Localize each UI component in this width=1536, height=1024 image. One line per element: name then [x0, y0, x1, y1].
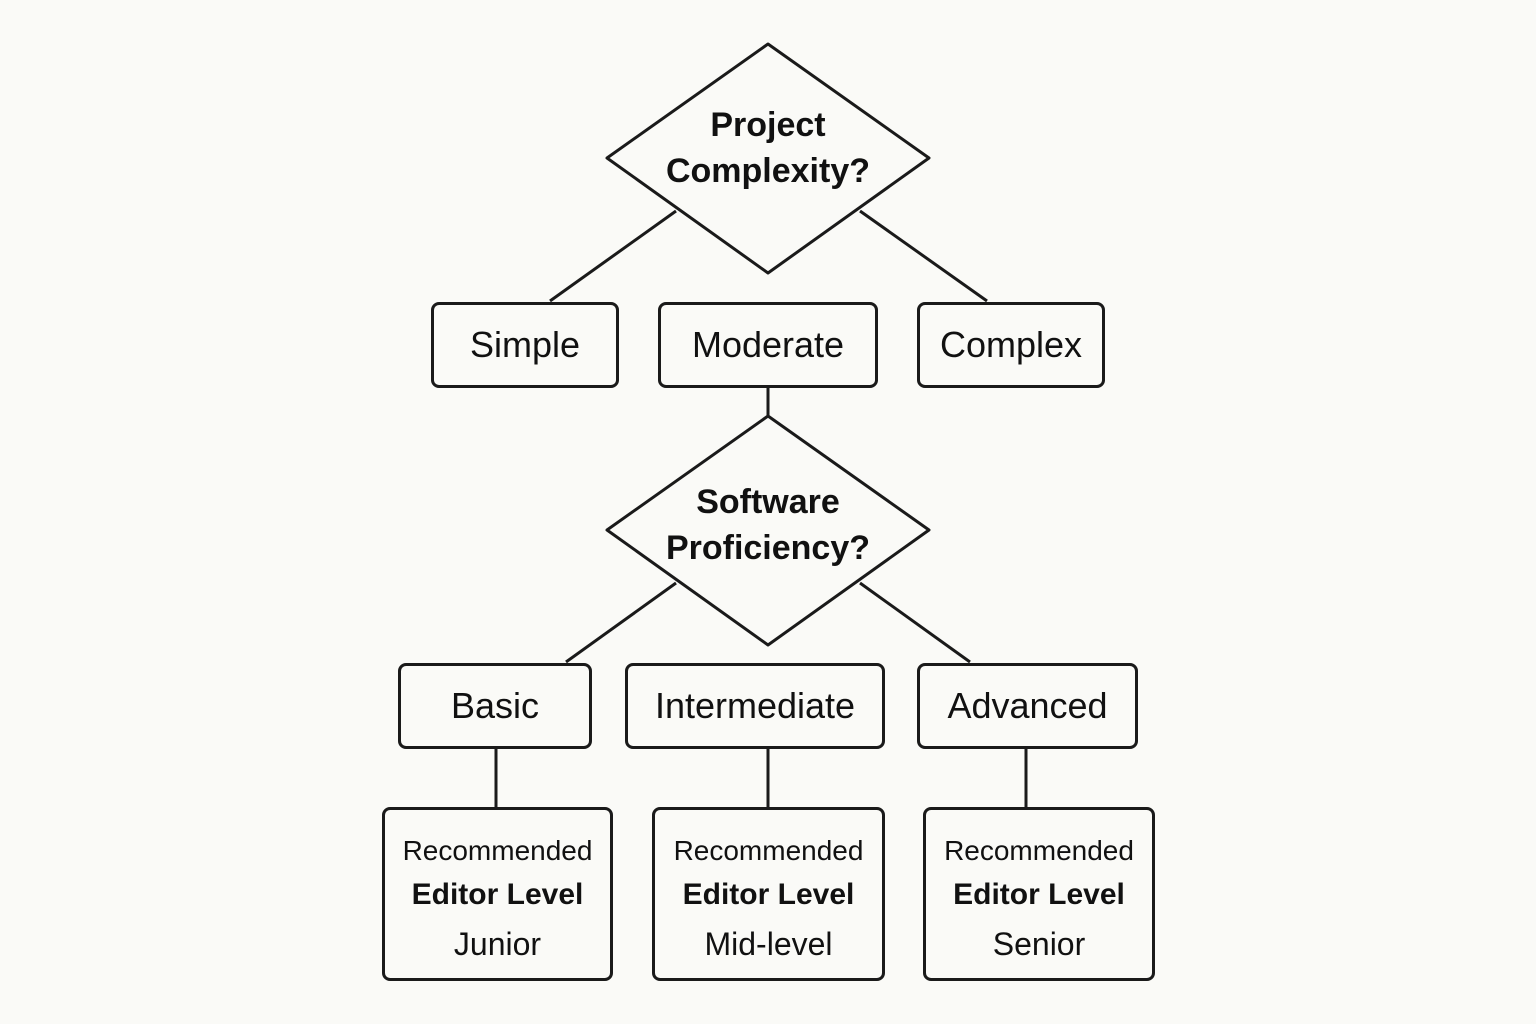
option-basic: Basic [398, 663, 592, 749]
option-complex-label: Complex [939, 324, 1083, 365]
recommendation-senior-line1: Recommended [944, 835, 1134, 866]
connector-proficiency-advanced [859, 581, 971, 664]
option-complex: Complex [917, 302, 1105, 388]
recommendation-junior-level: Junior [453, 926, 542, 962]
recommendation-senior-level: Senior [992, 926, 1086, 962]
recommendation-midlevel-line1: Recommended [673, 835, 864, 866]
option-simple: Simple [431, 302, 619, 388]
complexity-question: Project Complexity? [618, 102, 918, 194]
recommendation-midlevel-line2: Editor Level [682, 878, 855, 911]
option-simple-label: Simple [469, 324, 581, 365]
proficiency-question: Software Proficiency? [618, 479, 918, 571]
recommendation-senior: Recommended Editor Level Senior [923, 807, 1155, 981]
proficiency-decision-diamond [605, 414, 931, 647]
connector-complexity-simple [549, 209, 677, 303]
recommendation-midlevel-level: Mid-level [704, 926, 833, 962]
option-moderate-label: Moderate [691, 324, 845, 365]
option-moderate: Moderate [658, 302, 878, 388]
option-advanced: Advanced [917, 663, 1138, 749]
recommendation-midlevel: Recommended Editor Level Mid-level [652, 807, 885, 981]
option-intermediate: Intermediate [625, 663, 885, 749]
connector-proficiency-basic [565, 581, 677, 664]
complexity-question-line1: Project [710, 106, 826, 144]
complexity-decision-diamond [605, 42, 931, 275]
recommendation-junior-line2: Editor Level [411, 878, 584, 911]
option-advanced-label: Advanced [947, 685, 1108, 726]
proficiency-question-line2: Proficiency? [665, 529, 871, 567]
proficiency-question-line1: Software [696, 483, 840, 521]
complexity-question-line2: Complexity? [665, 152, 871, 190]
option-basic-label: Basic [450, 685, 540, 726]
recommendation-senior-line2: Editor Level [953, 878, 1125, 911]
option-intermediate-label: Intermediate [654, 685, 856, 726]
recommendation-junior-line1: Recommended [402, 835, 593, 866]
connector-complexity-complex [859, 209, 988, 303]
recommendation-junior: Recommended Editor Level Junior [382, 807, 613, 981]
